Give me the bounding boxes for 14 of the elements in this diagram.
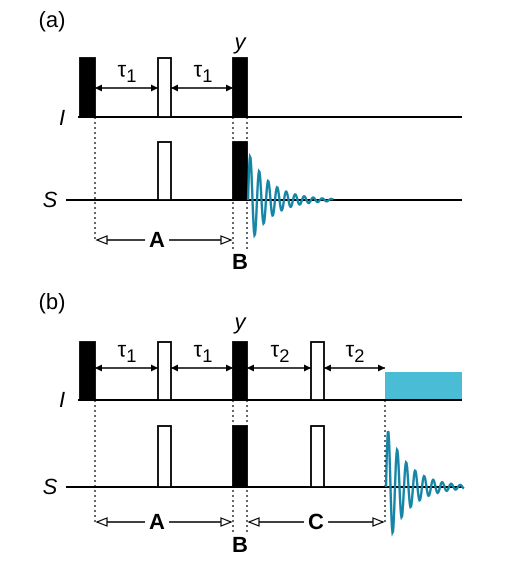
channel-label: S [42, 476, 58, 498]
channel-label: I [58, 389, 66, 411]
channel-label: S [42, 189, 58, 211]
phase-label: y [234, 31, 246, 53]
delay-label: τ$_{1}$ [118, 58, 136, 86]
panel-label: (b) [38, 291, 66, 313]
delay-label: τ$_{1}$ [194, 338, 212, 366]
delay-label: τ$_{2}$ [270, 338, 290, 366]
delay-label: τ$_{1}$ [194, 58, 212, 86]
channel-label: I [58, 107, 66, 129]
phase-label: y [234, 311, 246, 333]
delay-label: τ$_{1}$ [118, 338, 136, 366]
panel-label: (a) [38, 9, 66, 31]
delay-label: τ$_{2}$ [346, 338, 364, 366]
